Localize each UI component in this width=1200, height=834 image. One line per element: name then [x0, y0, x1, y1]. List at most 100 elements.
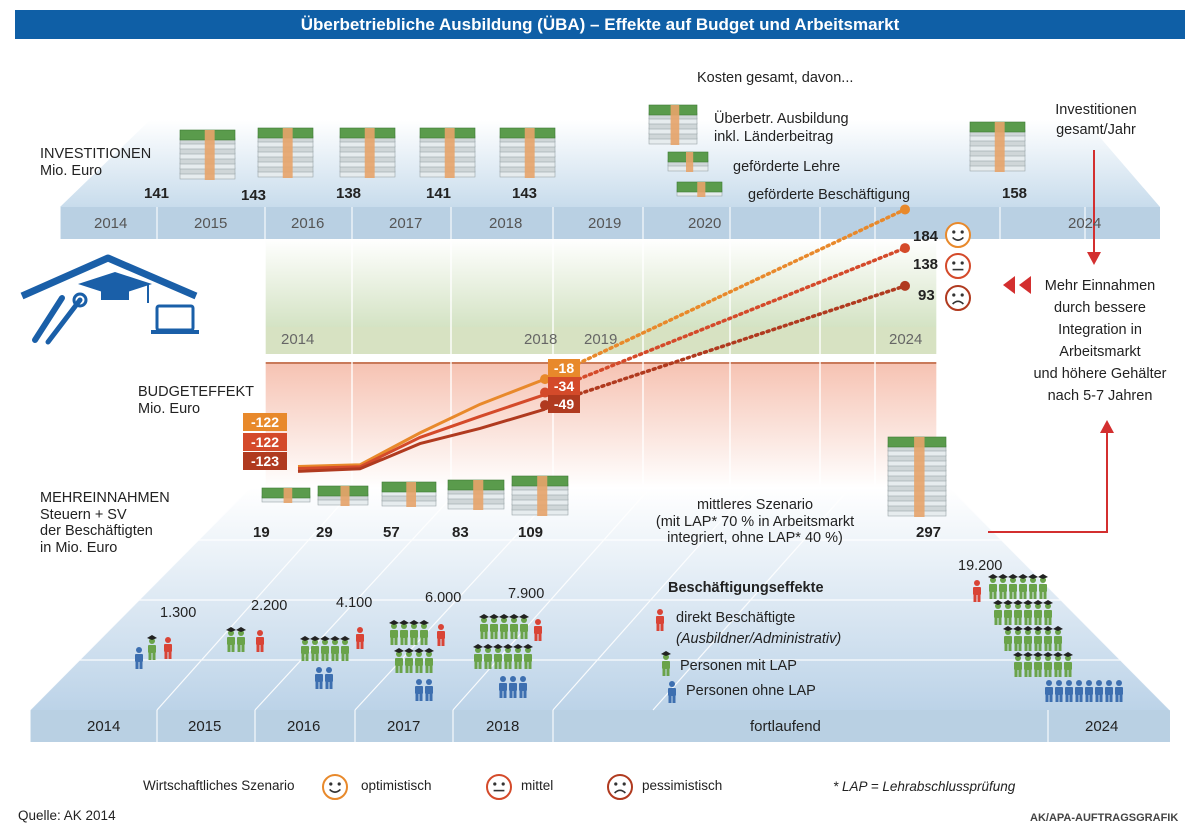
- line-series-optimistisch: [297, 377, 546, 468]
- person-leg: [1079, 695, 1083, 702]
- person-body: [484, 654, 492, 662]
- person-leg: [152, 653, 156, 660]
- person-leg: [415, 666, 419, 673]
- person-leg: [1085, 695, 1089, 702]
- person-head: [342, 639, 348, 645]
- person-leg: [1105, 695, 1109, 702]
- person-body: [480, 624, 488, 632]
- besch-value-2018: 7.900: [508, 586, 545, 602]
- person-leg: [1049, 695, 1053, 702]
- bottom-year-2015: 2015: [188, 718, 222, 735]
- person-body: [400, 630, 408, 638]
- right-note-mid-line6: nach 5-7 Jahren: [1047, 388, 1153, 404]
- smiley-eye: [960, 293, 964, 297]
- person-cap: [394, 648, 404, 653]
- person-icon: [135, 647, 143, 669]
- grid-perspective-line: [452, 487, 651, 711]
- person-head: [238, 630, 244, 636]
- person-icon: [1065, 680, 1073, 702]
- smiley-mouth: [614, 789, 626, 794]
- legend-person-blue-icon: [668, 681, 676, 703]
- person-icon: [399, 620, 409, 645]
- person-head: [426, 651, 432, 657]
- person-leg: [518, 662, 522, 669]
- point-2018-optimistisch: [540, 374, 550, 385]
- person-icon: [310, 636, 320, 661]
- line-series-mittel: [297, 393, 546, 470]
- person-body: [1014, 610, 1022, 618]
- legend-person-green-icon: [661, 651, 671, 676]
- person-body: [973, 587, 981, 595]
- person-head: [149, 638, 155, 644]
- person-body: [331, 646, 339, 654]
- person-body: [437, 631, 445, 639]
- person-icon: [1013, 600, 1023, 625]
- person-leg: [523, 691, 527, 698]
- mehreinnahmen-label-line1: MEHREINNAHMEN: [40, 490, 170, 506]
- footer-pessimistisch: pessimistisch: [642, 778, 723, 793]
- right-note-mid-line2: durch bessere: [1054, 300, 1146, 316]
- person-cap: [330, 636, 340, 641]
- person-icon: [437, 624, 445, 646]
- person-leg: [394, 638, 398, 645]
- scenario-note-line2: (mit LAP* 70 % in Arbeitsmarkt: [655, 513, 855, 530]
- person-cap: [1013, 600, 1023, 605]
- person-head: [1065, 655, 1071, 661]
- person-head: [1066, 680, 1072, 686]
- person-icon: [473, 644, 483, 669]
- smiley-face: [486, 774, 512, 800]
- page-title: Überbetriebliche Ausbildung (ÜBA) – Effe…: [15, 10, 1185, 39]
- person-leg: [1048, 618, 1052, 625]
- person-body: [499, 683, 507, 691]
- person-head: [1025, 603, 1031, 609]
- person-leg: [1004, 644, 1008, 651]
- person-icon: [973, 580, 981, 602]
- money-band: [524, 128, 535, 178]
- person-body: [301, 646, 309, 654]
- person-cap: [489, 614, 499, 619]
- person-leg: [1054, 670, 1058, 677]
- person-body: [474, 654, 482, 662]
- person-head: [1000, 577, 1006, 583]
- person-head: [316, 667, 322, 673]
- person-cap: [300, 636, 310, 641]
- person-head: [1086, 680, 1092, 686]
- person-leg: [441, 639, 445, 646]
- person-body: [315, 674, 323, 682]
- person-leg: [534, 634, 538, 641]
- person-head: [1116, 680, 1122, 686]
- smiley-face: [607, 774, 633, 800]
- person-icon: [1033, 600, 1043, 625]
- person-leg: [1055, 695, 1059, 702]
- mehreinnahmen-label: MEHREINNAHMEN Steuern + SV der Beschäfti…: [40, 490, 170, 557]
- money-stack-invest: [419, 127, 476, 178]
- person-head: [500, 676, 506, 682]
- person-leg: [528, 662, 532, 669]
- person-leg: [1058, 644, 1062, 651]
- invest-value-2014: 141: [144, 185, 170, 202]
- person-head: [257, 630, 263, 636]
- person-leg: [321, 654, 325, 661]
- scenario-note-line1: mittleres Szenario: [696, 497, 814, 513]
- person-head: [391, 623, 397, 629]
- person-leg: [414, 638, 418, 645]
- person-cap: [414, 648, 424, 653]
- person-body: [524, 654, 532, 662]
- person-icon: [394, 648, 404, 673]
- person-cap: [499, 614, 509, 619]
- person-leg: [1038, 618, 1042, 625]
- smiley-mouth: [329, 788, 341, 793]
- person-body: [148, 645, 156, 653]
- person-leg: [360, 642, 364, 649]
- legend-stack-uba: [648, 104, 698, 145]
- person-cap: [1033, 626, 1043, 631]
- smiley-mouth: [952, 236, 964, 241]
- laptop-base: [151, 330, 199, 334]
- projection-series-mittel: [543, 246, 907, 395]
- person-icon: [356, 627, 364, 649]
- person-leg: [993, 592, 997, 599]
- person-leg: [1043, 592, 1047, 599]
- person-leg: [1038, 644, 1042, 651]
- money-stack-mehr: [447, 479, 505, 510]
- arrow-up-icon: [1100, 420, 1114, 433]
